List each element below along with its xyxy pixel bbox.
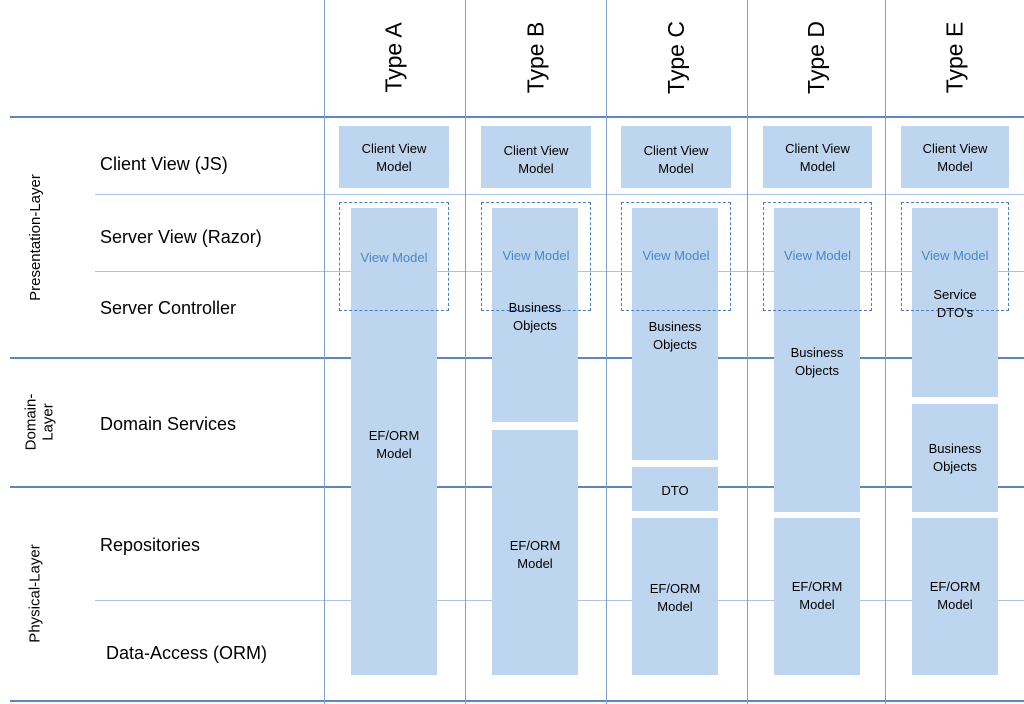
ef-orm-model-label-d: EF/ORM Model — [791, 579, 843, 612]
column-header-type-a: Type A — [324, 0, 465, 115]
column-divider-a — [324, 0, 325, 704]
business-objects-box-c — [632, 208, 718, 460]
row-label-client-view: Client View (JS) — [100, 154, 228, 174]
column-divider-e — [885, 0, 886, 704]
column-header-type-d: Type D — [747, 0, 885, 115]
view-model-label-e: View Model — [921, 248, 989, 263]
client-view-model-box-c — [621, 126, 731, 188]
column-header-label: Type E — [940, 21, 967, 94]
column-divider-d — [747, 0, 748, 704]
ef-orm-model-box-a — [351, 208, 437, 675]
view-model-outline-e — [901, 202, 1009, 311]
domain-layer-label: Domain- Layer — [22, 393, 56, 451]
layer-divider-bottom — [10, 700, 1024, 702]
row-label-server-view: Server View (Razor) — [100, 227, 262, 247]
business-objects-label-b: Business Objects — [508, 300, 562, 333]
client-view-model-label-a: Client View Model — [361, 141, 427, 174]
row-label-repositories: Repositories — [100, 535, 201, 555]
column-header-label: Type B — [521, 21, 548, 94]
ef-orm-model-label-b: EF/ORM Model — [509, 538, 561, 571]
physical-layer-label: Physical-Layer — [26, 544, 44, 643]
business-objects-box-b — [492, 208, 578, 422]
view-model-label-d: View Model — [784, 248, 851, 263]
ef-orm-model-label-e: EF/ORM Model — [929, 579, 981, 612]
business-objects-label-d: Business Objects — [790, 345, 844, 378]
client-view-model-box-b — [481, 126, 591, 188]
row-label-domain-services: Domain Services — [100, 414, 237, 434]
ef-orm-model-label-a: EF/ORM Model — [368, 428, 420, 461]
client-view-model-box-e — [901, 126, 1009, 188]
ef-orm-model-label-c: EF/ORM Model — [649, 581, 701, 614]
client-view-model-box-a — [339, 126, 449, 188]
business-objects-box-e — [912, 404, 998, 512]
column-header-type-b: Type B — [465, 0, 606, 115]
dto-box-c — [632, 467, 718, 511]
column-divider-c — [606, 0, 607, 704]
business-objects-box-d — [774, 208, 860, 512]
layer-divider-top — [10, 116, 1024, 118]
row-divider-client-server — [95, 194, 1024, 195]
view-model-outline-c — [621, 202, 731, 311]
ef-orm-model-box-d — [774, 518, 860, 675]
column-header-label: Type D — [802, 21, 829, 94]
view-model-outline-d — [763, 202, 872, 311]
client-view-model-label-e: Client View Model — [922, 141, 988, 174]
client-view-model-label-d: Client View Model — [785, 141, 850, 174]
dto-label-c: DTO — [661, 483, 689, 498]
client-view-model-box-d — [763, 126, 872, 188]
row-label-data-access: Data-Access (ORM) — [106, 643, 268, 663]
client-view-model-label-b: Client View Model — [503, 143, 569, 176]
service-dtos-box-e — [912, 208, 998, 397]
view-model-label-c: View Model — [642, 248, 710, 263]
row-label-server-controller: Server Controller — [100, 298, 237, 318]
client-view-model-label-c: Client View Model — [643, 143, 709, 176]
column-header-type-c: Type C — [606, 0, 747, 115]
ef-orm-model-box-c — [632, 518, 718, 675]
service-dtos-label-e: Service DTO's — [933, 287, 977, 320]
ef-orm-model-box-e — [912, 518, 998, 675]
view-model-label-a: View Model — [360, 250, 428, 265]
column-header-label: Type A — [380, 22, 407, 93]
business-objects-label-c: Business Objects — [648, 319, 702, 352]
presentation-layer-label: Presentation-Layer — [26, 173, 44, 301]
column-divider-b — [465, 0, 466, 704]
column-header-type-e: Type E — [885, 0, 1024, 115]
column-header-label: Type C — [663, 21, 689, 94]
view-model-outline-a — [339, 202, 449, 311]
ef-orm-model-box-b — [492, 430, 578, 675]
view-model-label-b: View Model — [502, 248, 570, 263]
business-objects-label-e: Business Objects — [928, 441, 982, 474]
view-model-outline-b — [481, 202, 591, 311]
